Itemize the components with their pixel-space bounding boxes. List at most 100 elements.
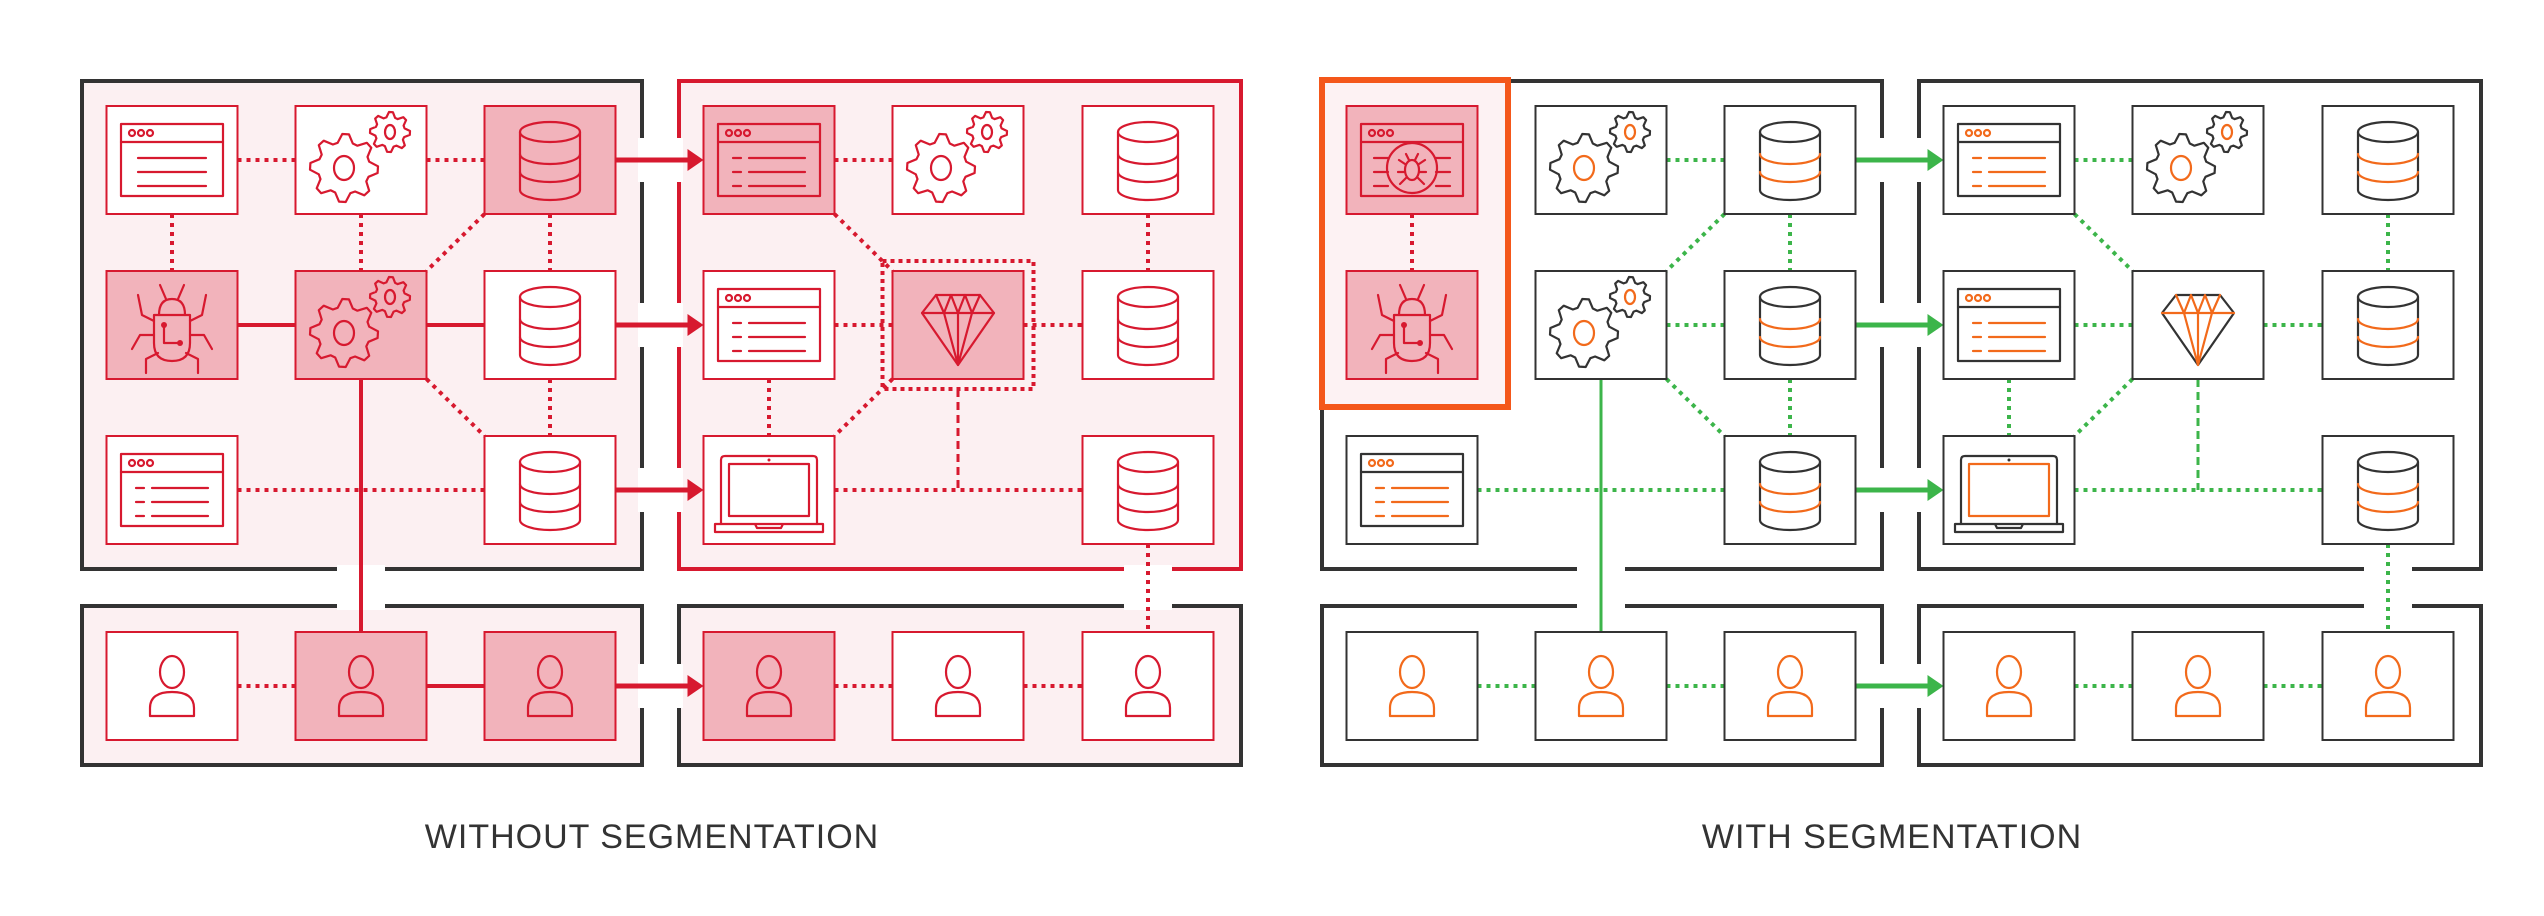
node-box	[1081, 270, 1215, 380]
user-icon	[1388, 654, 1436, 718]
gears-icon	[2145, 110, 2249, 204]
node-box	[483, 270, 617, 380]
node-box	[2131, 631, 2265, 741]
node-user	[2131, 631, 2265, 741]
node-gears	[1534, 105, 1668, 215]
node-database	[1723, 270, 1857, 380]
with-segmentation-diagram	[1319, 77, 2483, 767]
gears-icon	[1548, 275, 1652, 369]
node-box	[1081, 435, 1215, 545]
user-icon	[934, 654, 982, 718]
arrowhead-icon	[687, 675, 704, 697]
node-gears-compromised	[294, 270, 428, 380]
node-gears	[2131, 105, 2265, 215]
node-user	[105, 631, 239, 741]
user-icon	[526, 654, 574, 718]
bug-icon	[1370, 283, 1454, 375]
node-box	[1081, 105, 1215, 215]
user-icon	[1124, 654, 1172, 718]
user-icon	[1766, 654, 1814, 718]
node-box	[702, 435, 836, 545]
database-icon	[1116, 450, 1180, 532]
arrowhead-icon	[1927, 479, 1944, 501]
node-box	[1942, 105, 2076, 215]
node-database	[2321, 105, 2455, 215]
caption-with-segmentation: WITH SEGMENTATION	[1701, 818, 2083, 856]
browser-window-icon	[1956, 287, 2062, 363]
user-icon	[745, 654, 793, 718]
arrowhead-icon	[1927, 314, 1944, 336]
node-box	[1534, 631, 1668, 741]
database-icon	[1116, 285, 1180, 367]
user-icon	[337, 654, 385, 718]
node-database	[1723, 435, 1857, 545]
gem-icon	[2160, 293, 2236, 367]
node-bug-compromised	[1345, 270, 1479, 380]
database-icon	[1758, 285, 1822, 367]
database-icon	[518, 285, 582, 367]
node-user	[1345, 631, 1479, 741]
node-box	[483, 105, 617, 215]
node-browser-list	[1942, 270, 2076, 380]
database-icon	[2356, 120, 2420, 202]
node-gears	[294, 105, 428, 215]
browser-window-icon	[716, 122, 822, 198]
node-user	[1723, 631, 1857, 741]
node-database	[2321, 270, 2455, 380]
database-icon	[1116, 120, 1180, 202]
arrowhead-icon	[1927, 149, 1944, 171]
browser-window-icon	[119, 122, 225, 198]
user-icon	[1985, 654, 2033, 718]
node-box	[702, 105, 836, 215]
user-icon	[2174, 654, 2222, 718]
node-browser-bug-compromised	[1345, 105, 1479, 215]
browser-window-icon	[119, 452, 225, 528]
caption-without-segmentation: WITHOUT SEGMENTATION	[424, 818, 880, 856]
node-user-compromised	[294, 631, 428, 741]
node-box	[1942, 270, 2076, 380]
without-segmentation-diagram	[80, 79, 1243, 767]
database-icon	[518, 120, 582, 202]
database-icon	[1758, 450, 1822, 532]
blast-radius-ring	[880, 259, 1036, 391]
node-box	[2321, 105, 2455, 215]
bug-icon	[130, 283, 214, 375]
node-browser-list	[702, 270, 836, 380]
node-laptop	[702, 435, 836, 545]
node-user	[2321, 631, 2455, 741]
node-database	[1081, 435, 1215, 545]
node-box	[105, 270, 239, 380]
node-box	[1942, 631, 2076, 741]
node-gears	[891, 105, 1025, 215]
node-box	[891, 631, 1025, 741]
node-gem-compromised	[880, 259, 1036, 391]
node-bug-compromised	[105, 270, 239, 380]
browser-window-icon	[716, 287, 822, 363]
gem-icon	[920, 293, 996, 367]
laptop-icon	[713, 454, 825, 534]
node-database	[2321, 435, 2455, 545]
node-database	[1081, 105, 1215, 215]
user-icon	[148, 654, 196, 718]
database-icon	[2356, 285, 2420, 367]
node-box	[702, 270, 836, 380]
arrowhead-icon	[687, 314, 704, 336]
node-box	[483, 435, 617, 545]
node-user	[891, 631, 1025, 741]
arrowhead-icon	[1927, 675, 1944, 697]
browser-window-icon	[1359, 452, 1465, 528]
node-browser-list	[105, 435, 239, 545]
node-database-compromised	[483, 105, 617, 215]
node-gem	[2131, 270, 2265, 380]
node-browser-list	[1345, 435, 1479, 545]
node-box	[105, 631, 239, 741]
node-database	[483, 435, 617, 545]
database-icon	[2356, 450, 2420, 532]
node-user-compromised	[702, 631, 836, 741]
arrowhead-icon	[687, 149, 704, 171]
laptop-icon	[1953, 454, 2065, 534]
node-gears	[1534, 270, 1668, 380]
node-box	[105, 105, 239, 215]
node-laptop	[1942, 435, 2076, 545]
